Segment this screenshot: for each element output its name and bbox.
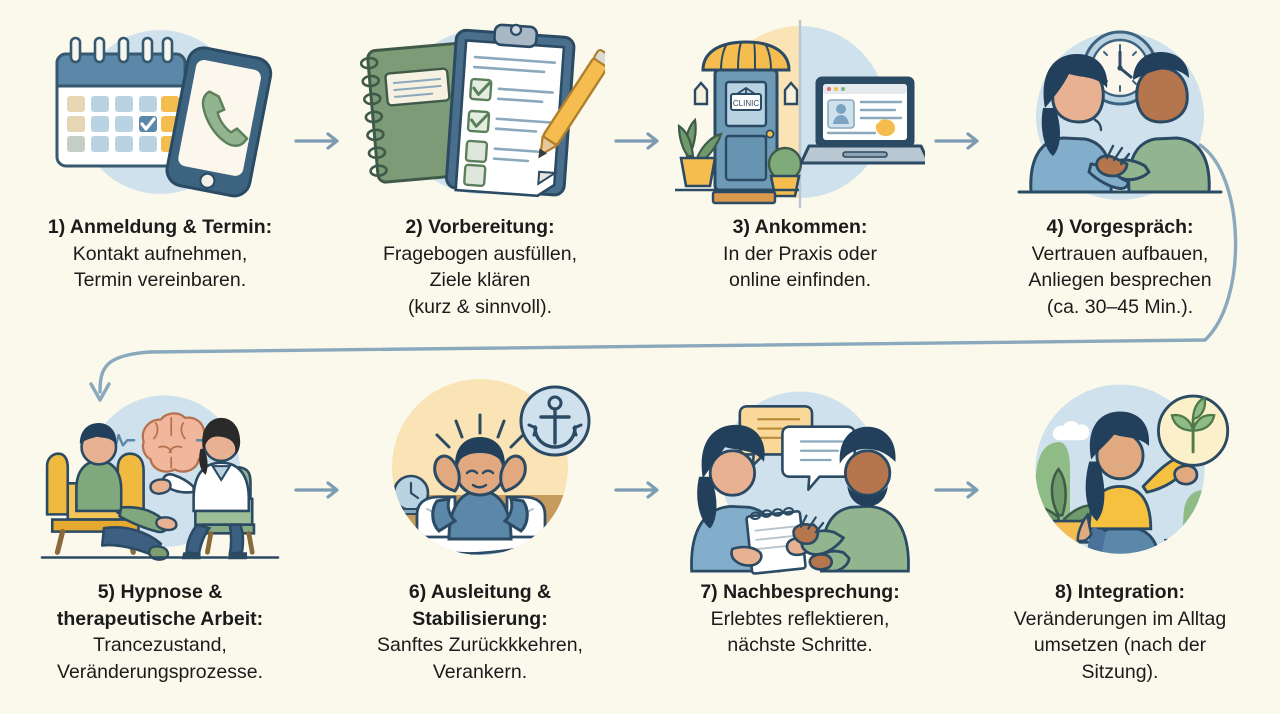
step-3-line-2: online einfinden.	[728, 269, 872, 291]
steps-row-top: 1) Anmeldung & Termin: Kontakt aufnehmen…	[0, 0, 1280, 357]
step-3-line-1: In der Praxis oder	[723, 242, 877, 265]
step-8-line-2: umsetzen (nach der	[1033, 634, 1207, 656]
step-4-title: 4) Vorgespräch:	[1046, 216, 1194, 238]
cloud-icon	[1052, 421, 1090, 441]
notebook-and-clipboard-illustration	[355, 16, 605, 212]
step-3-caption: 3) Ankommen: In der Praxis oder online e…	[650, 214, 950, 294]
sunburst-icon	[435, 413, 525, 449]
step-8-title: 8) Integration:	[1055, 581, 1185, 603]
step-7-line-1: Erlebtes reflektieren,	[710, 607, 890, 630]
pencil-icon	[538, 49, 605, 159]
step-1-line-1: Kontakt aufnehmen,	[72, 242, 248, 265]
step-4[interactable]: 4) Vorgespräch: Vertrauen aufbauen, Anli…	[960, 0, 1280, 357]
step-1-title: 1) Anmeldung & Termin:	[47, 216, 273, 238]
step-7-line-2: nächste Schritte.	[727, 634, 873, 656]
step-6[interactable]: 6) Ausleitung & Stabilisierung: Sanftes …	[320, 357, 659, 714]
hypnosis-session-illustration	[35, 367, 285, 579]
step-4-line-1: Vertrauen aufbauen,	[1031, 242, 1209, 265]
step-7-title: 7) Nachbesprechung:	[700, 581, 900, 603]
praxis-door-and-laptop-illustration: CLINIC	[675, 16, 925, 212]
waking-up-stabilisation-illustration	[355, 367, 605, 579]
step-5-line-2: Veränderungsprozesse.	[57, 660, 263, 683]
step-1-line-2: Termin vereinbaren.	[73, 269, 247, 291]
door-sign-text: CLINIC	[733, 99, 759, 108]
step-8-line-3: Sitzung).	[1081, 660, 1159, 683]
phone-handset-icon	[201, 90, 249, 147]
arrow-right-icon-3	[934, 132, 979, 150]
step-4-caption: 4) Vorgespräch: Vertrauen aufbauen, Anli…	[970, 214, 1270, 320]
step-4-line-2: Anliegen besprechen	[1028, 269, 1212, 291]
step-7[interactable]: 7) Nachbesprechung: Erlebtes reflektiere…	[640, 357, 979, 714]
debrief-conversation-illustration	[675, 367, 925, 579]
step-7-caption: 7) Nachbesprechung: Erlebtes reflektiere…	[650, 579, 950, 659]
step-6-title-2: Stabilisierung:	[412, 607, 548, 630]
checkmark-icon	[140, 117, 156, 131]
step-8-caption: 8) Integration: Veränderungen im Alltag …	[970, 579, 1270, 685]
person-icon-left	[1029, 54, 1150, 194]
consultation-conversation-illustration	[995, 16, 1245, 212]
arrow-right-icon-5	[294, 481, 339, 499]
arrow-right-icon-1	[294, 132, 339, 150]
step-3[interactable]: CLINIC	[640, 0, 979, 357]
step-1[interactable]: 1) Anmeldung & Termin: Kontakt aufnehmen…	[0, 0, 339, 357]
person-icon-speaker	[792, 426, 910, 573]
step-6-line-1: Sanftes Zurückkkehren,	[377, 634, 583, 656]
step-8[interactable]: 8) Integration: Veränderungen im Alltag …	[960, 357, 1280, 714]
step-6-caption: 6) Ausleitung & Stabilisierung: Sanftes …	[330, 579, 630, 685]
step-2-caption: 2) Vorbereitung: Fragebogen ausfüllen, Z…	[330, 214, 630, 320]
step-2-line-2: Ziele klären	[429, 269, 531, 291]
step-3-title: 3) Ankommen:	[732, 216, 868, 238]
step-2-line-1: Fragebogen ausfüllen,	[382, 242, 578, 265]
checkbox-icon	[463, 77, 493, 188]
arrow-right-icon-2	[614, 132, 659, 150]
laptop-icon	[799, 76, 925, 165]
handshake-gesture-icon	[1105, 144, 1131, 166]
step-2-line-3: (kurz & sinnvoll).	[407, 295, 553, 318]
arrow-right-icon-7	[934, 481, 979, 499]
step-5-title-2: therapeutische Arbeit:	[56, 607, 264, 630]
step-6-title: 6) Ausleitung &	[408, 581, 552, 603]
lantern-icon	[693, 81, 799, 106]
anchor-icon	[519, 385, 591, 457]
integration-everyday-illustration	[995, 367, 1245, 579]
step-1-caption: 1) Anmeldung & Termin: Kontakt aufnehmen…	[10, 214, 310, 294]
calendar-and-phone-illustration	[35, 16, 285, 212]
step-5-title: 5) Hypnose &	[97, 581, 223, 603]
step-5[interactable]: 5) Hypnose & therapeutische Arbeit: Tran…	[0, 357, 339, 714]
person-icon-notetaker	[690, 424, 812, 575]
step-5-line-1: Trancezustand,	[93, 634, 227, 656]
step-4-line-3: (ca. 30–45 Min.).	[1046, 295, 1194, 318]
steps-row-bottom: 5) Hypnose & therapeutische Arbeit: Tran…	[0, 357, 1280, 714]
arrow-right-icon-6	[614, 481, 659, 499]
step-6-line-2: Verankern.	[432, 660, 528, 683]
therapist-icon	[149, 417, 256, 560]
step-2[interactable]: 2) Vorbereitung: Fragebogen ausfüllen, Z…	[320, 0, 659, 357]
step-5-caption: 5) Hypnose & therapeutische Arbeit: Tran…	[10, 579, 310, 685]
potted-plant-icon	[677, 117, 803, 198]
step-2-title: 2) Vorbereitung:	[405, 216, 555, 238]
plant-sprout-icon	[1157, 394, 1230, 467]
brain-icon	[141, 412, 208, 473]
step-8-line-1: Veränderungen im Alltag	[1013, 607, 1227, 630]
client-person	[75, 423, 178, 561]
person-icon-right	[1095, 52, 1211, 194]
